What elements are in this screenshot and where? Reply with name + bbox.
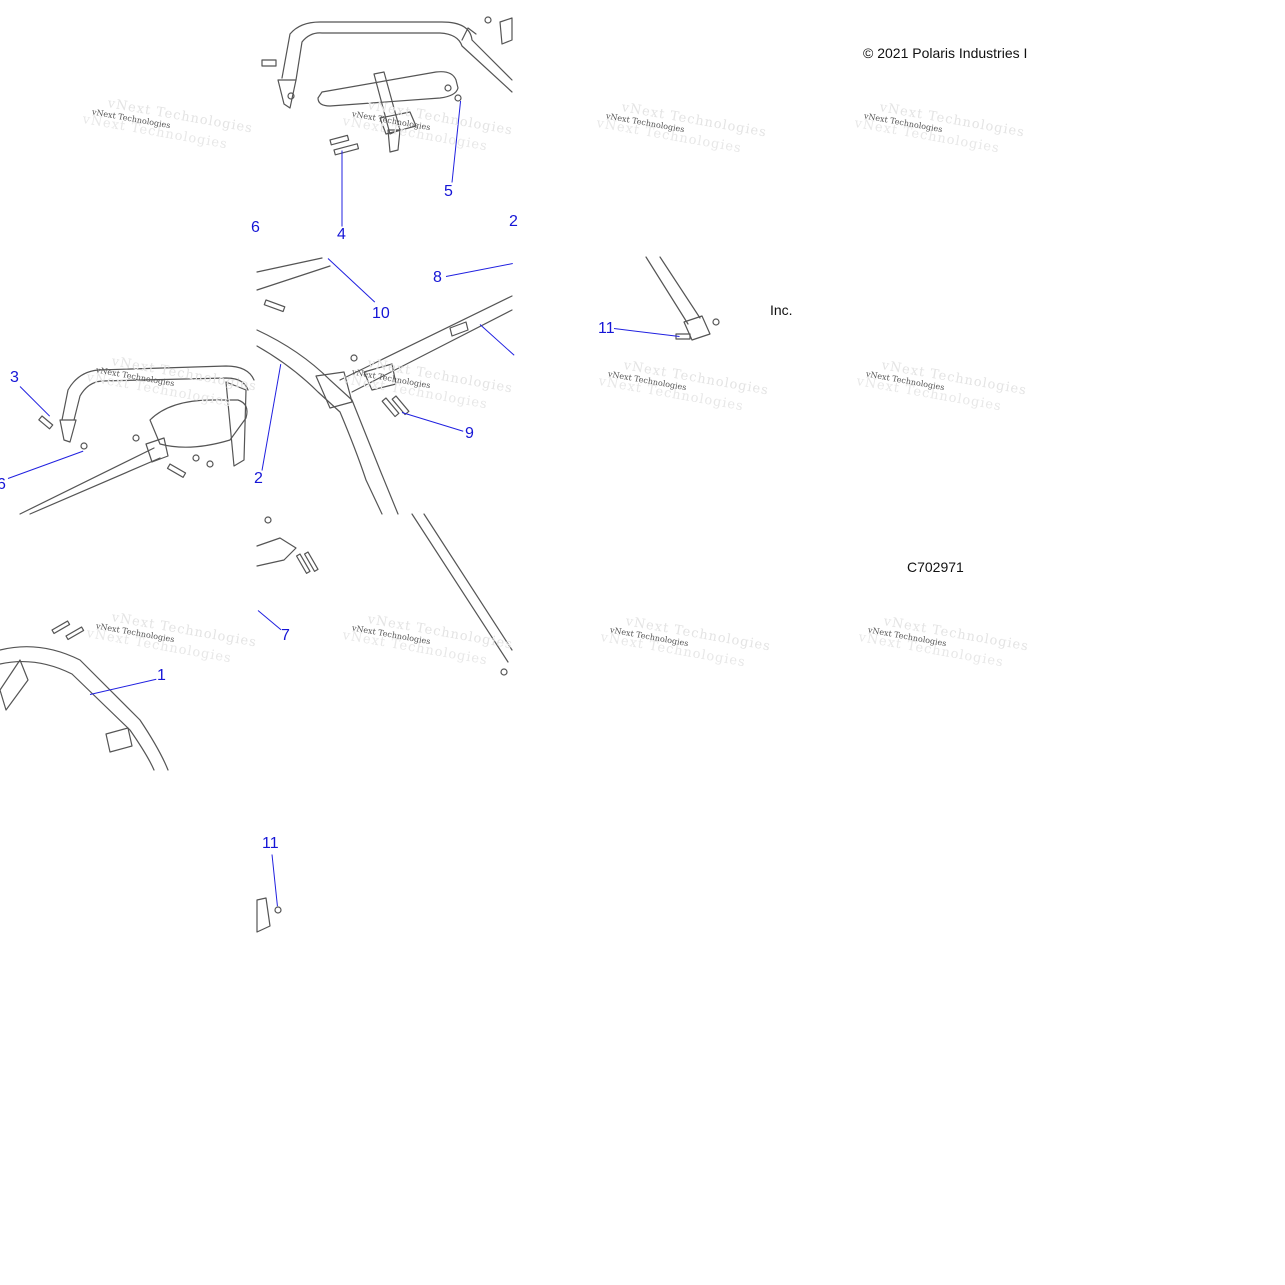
hardware-tile6 <box>264 516 508 676</box>
callout-11-lower: 11 <box>262 835 279 852</box>
hardware-tile2 <box>263 299 410 418</box>
front-cage-loop <box>19 365 255 515</box>
side-tube-assembly <box>256 257 513 515</box>
callout-1: 1 <box>157 667 166 684</box>
callout-2-cut: 2 <box>509 213 518 230</box>
diagonal-tube <box>256 513 513 663</box>
hardware-tile5 <box>51 620 85 641</box>
callout-5: 5 <box>444 183 453 200</box>
callout-8: 8 <box>433 269 442 286</box>
callout-7: 7 <box>281 627 290 644</box>
hardware-tile1 <box>261 16 492 156</box>
leader-line-4 <box>341 150 343 227</box>
callout-6-cut: 6 <box>251 219 260 236</box>
hardware-tile3 <box>38 415 214 478</box>
callout-6: 6 <box>0 476 6 493</box>
figure-code: C702971 <box>907 559 964 575</box>
upright-tube <box>645 256 711 341</box>
callout-10: 10 <box>372 305 390 322</box>
callout-11: 11 <box>598 320 615 337</box>
callout-4: 4 <box>337 226 346 243</box>
copyright-tail-text: Inc. <box>770 302 793 318</box>
lower-cage-section <box>0 646 169 771</box>
callout-9: 9 <box>465 425 474 442</box>
rear-cage-upper-loop <box>277 17 513 153</box>
callout-3: 3 <box>10 369 19 386</box>
callout-2: 2 <box>254 470 263 487</box>
copyright-text: © 2021 Polaris Industries I <box>863 45 1028 61</box>
hardware-tile4 <box>675 318 720 340</box>
foot-bracket <box>256 897 282 933</box>
